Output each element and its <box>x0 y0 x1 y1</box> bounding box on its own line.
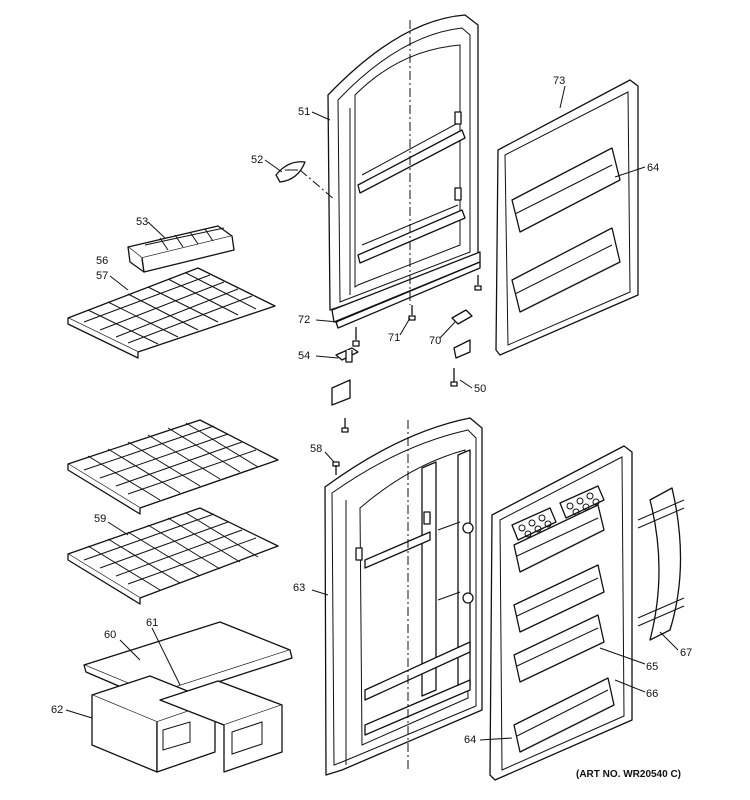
callout-62: 62 <box>51 704 63 716</box>
ice-cube-tray <box>127 225 235 273</box>
leader-lines <box>65 85 679 741</box>
callout-51: 51 <box>298 106 310 118</box>
door-bin-1 <box>513 504 605 573</box>
callout-64-lower: 64 <box>464 734 476 746</box>
callout-58: 58 <box>310 443 322 455</box>
callout-57: 57 <box>96 270 108 282</box>
art-number: (ART NO. WR20540 C) <box>576 769 681 780</box>
freezer-door-shelf-upper <box>511 147 621 233</box>
fresh-food-shelf-lower <box>67 507 279 605</box>
callout-labels: 51 52 53 56 57 72 54 71 70 50 73 64 58 5… <box>51 75 692 746</box>
fresh-food-door-frame <box>324 417 483 776</box>
fresh-food-shelf-upper <box>67 419 279 515</box>
door-bin-2 <box>513 564 605 633</box>
callout-71: 71 <box>388 332 400 344</box>
door-stop-screw <box>332 461 340 475</box>
freezer-door-bottom-rail <box>331 251 481 329</box>
thermostat-axis-line <box>299 169 336 201</box>
callout-64-upper: 64 <box>647 162 659 174</box>
hinge-bracket-left <box>331 347 359 433</box>
freezer-wire-shelf <box>67 267 276 359</box>
callout-54: 54 <box>298 350 310 362</box>
callout-56: 56 <box>96 255 108 267</box>
crisper-pan-right <box>159 680 283 773</box>
callout-50: 50 <box>474 383 486 395</box>
upper-hinge-screws <box>352 275 482 347</box>
door-bin-4 <box>513 677 615 753</box>
door-handle <box>637 487 685 641</box>
callout-63: 63 <box>293 582 305 594</box>
callout-61: 61 <box>146 617 158 629</box>
callout-73: 73 <box>553 75 565 87</box>
callout-72: 72 <box>298 314 310 326</box>
hinge-bracket-right <box>450 309 473 387</box>
egg-tray-left <box>511 507 557 541</box>
callout-66: 66 <box>646 688 658 700</box>
callout-60: 60 <box>104 629 116 641</box>
door-bin-3 <box>513 614 605 683</box>
callout-65: 65 <box>646 661 658 673</box>
callout-70: 70 <box>429 335 441 347</box>
callout-53: 53 <box>136 216 148 228</box>
freezer-door-shelf-lower <box>511 227 621 313</box>
callout-52: 52 <box>251 154 263 166</box>
freezer-door-frame <box>327 14 479 311</box>
thermostat-knob <box>275 161 306 183</box>
crisper-pan-left <box>91 675 216 773</box>
callout-59: 59 <box>94 513 106 525</box>
callout-67: 67 <box>680 647 692 659</box>
